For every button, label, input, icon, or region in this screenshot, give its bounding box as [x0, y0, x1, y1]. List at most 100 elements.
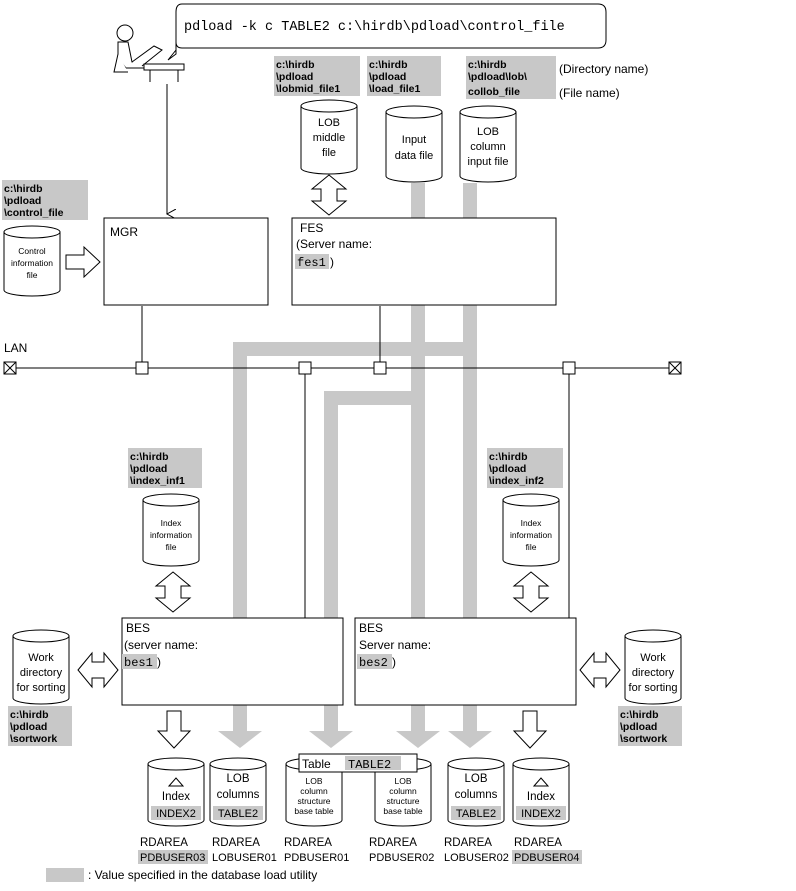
lob-word: LOB	[464, 773, 487, 785]
control-path-label: c:\hirdb\pdload\control_file	[2, 180, 88, 220]
sortwork-path-right-label-line: \pdload	[620, 721, 657, 733]
table-name: TABLE2	[456, 808, 496, 820]
structure-label: structure	[386, 796, 419, 806]
cylinder-label: Control	[18, 246, 46, 256]
storage-cylinders: ControlinformationfileLOBmiddlefileInput…	[3, 99, 682, 827]
cylinder-label: directory	[632, 667, 675, 679]
fes-box	[291, 217, 557, 306]
bes1-box	[121, 617, 344, 706]
cylinder-label: information	[510, 530, 552, 540]
structure-label: base table	[294, 806, 333, 816]
bes2-server-name: bes2	[359, 656, 388, 670]
cylinder-label: for sorting	[17, 682, 66, 694]
lobmid-path-label-line: c:\hirdb	[276, 59, 315, 71]
rdarea-pdbuser04: RDAREA PDBUSER04	[512, 837, 582, 864]
bes1-server-label: (server name:	[124, 638, 198, 652]
collob-file-label: collob_file	[466, 83, 556, 99]
cylinder-label: data file	[395, 150, 434, 162]
control-path-label-line: \pdload	[4, 195, 41, 207]
load-path-label-line: c:\hirdb	[369, 59, 408, 71]
path-labels: c:\hirdb\pdload\control_filec:\hirdb\pdl…	[2, 56, 682, 746]
input-data-cylinder: Input data file	[385, 105, 443, 183]
sortwork-path-right-label-line: \sortwork	[620, 733, 667, 745]
table-name: TABLE2	[218, 808, 258, 820]
cylinder-label: file	[322, 147, 336, 159]
collob-file-label-line: collob_file	[468, 86, 520, 98]
rdarea-pdbuser02: RDAREA PDBUSER02	[369, 837, 434, 864]
index-inf2-path-label: c:\hirdb\pdload\index_inf2	[487, 448, 563, 488]
cylinder-label: column	[470, 141, 505, 153]
index-word: Index	[162, 791, 190, 803]
file-name-note: (File name)	[559, 86, 620, 100]
lob-dir-path-label-line: \pdload\lob\	[468, 71, 527, 83]
rdarea-name: PDBUSER01	[284, 852, 349, 864]
index-inf1-path-label-line: \index_inf1	[130, 475, 185, 487]
cylinder-label: Work	[640, 652, 666, 664]
columns-word: columns	[217, 789, 260, 801]
structure-label: LOB	[305, 776, 322, 786]
rdarea-word: RDAREA	[284, 837, 332, 849]
cylinder-label: LOB	[477, 126, 499, 138]
table-label: Table	[302, 757, 331, 771]
rdarea-word: RDAREA	[140, 837, 188, 849]
rdarea-lobuser02: RDAREA LOBUSER02	[444, 837, 509, 864]
fes-server-label: (Server name:	[296, 237, 372, 251]
cylinder-label: LOB	[318, 117, 340, 129]
bes1-server-name: bes1	[124, 656, 153, 670]
mgr-box	[103, 217, 269, 306]
sortwork-path-right-label: c:\hirdb\pdload\sortwork	[618, 706, 682, 746]
load-path-label-line: \load_file1	[369, 83, 421, 95]
lobmid-path-label-line: \lobmid_file1	[276, 83, 340, 95]
columns-word: columns	[455, 789, 498, 801]
index-name: INDEX2	[156, 808, 196, 820]
cylinder-label: information	[11, 258, 53, 268]
cylinder-label: file	[27, 270, 38, 280]
cylinder-label: information	[150, 530, 192, 540]
load-path-label: c:\hirdb\pdload\load_file1	[367, 56, 441, 96]
command-text: pdload -k c TABLE2 c:\hirdb\pdload\contr…	[184, 20, 565, 35]
rdarea-word: RDAREA	[444, 837, 492, 849]
legend-swatch	[46, 868, 84, 882]
lob-dir-path-label: c:\hirdb\pdload\lob\	[466, 56, 556, 84]
sortwork-path-left-label: c:\hirdb\pdload\sortwork	[8, 706, 72, 746]
rdarea-name: PDBUSER02	[369, 852, 434, 864]
structure-label: structure	[297, 796, 330, 806]
rdarea-word: RDAREA	[514, 837, 562, 849]
sortwork-path-left-label-line: c:\hirdb	[10, 709, 49, 721]
cylinder-label: file	[526, 542, 537, 552]
structure-label: column	[389, 786, 417, 796]
cylinder-label: for sorting	[629, 682, 678, 694]
rdarea-name: LOBUSER02	[444, 852, 509, 864]
work-dir-cylinder-left: Work directory for sorting	[12, 629, 70, 705]
control-path-label-line: c:\hirdb	[4, 183, 43, 195]
structure-label: base table	[383, 806, 422, 816]
rdarea-word: RDAREA	[369, 837, 417, 849]
index-inf2-path-label-line: \index_inf2	[489, 475, 544, 487]
legend-text: : Value specified in the database load u…	[88, 868, 317, 882]
bes2-title: BES	[359, 621, 383, 635]
rdarea-pdbuser01: RDAREA PDBUSER01	[284, 837, 349, 864]
rdarea-name: PDBUSER04	[514, 852, 579, 864]
index-inf2-path-label-line: \pdload	[489, 463, 526, 475]
table-name: TABLE2	[348, 758, 391, 772]
lan-label: LAN	[4, 341, 27, 355]
fes-close: )	[330, 255, 334, 269]
cylinder-label: Index	[521, 518, 543, 528]
cylinder-label: Input	[402, 134, 426, 146]
index-info-cylinder-2: Index information file	[502, 493, 560, 567]
rdarea-name: LOBUSER01	[212, 852, 277, 864]
load-path-label-line: \pdload	[369, 71, 406, 83]
cylinder-label: Work	[28, 652, 54, 664]
cylinder-label: directory	[20, 667, 63, 679]
directory-name-note: (Directory name)	[559, 62, 648, 76]
index-inf1-path-label: c:\hirdb\pdload\index_inf1	[128, 448, 202, 488]
control-path-label-line: \control_file	[4, 207, 64, 219]
fes-title: FES	[300, 221, 323, 235]
lob-word: LOB	[226, 773, 249, 785]
